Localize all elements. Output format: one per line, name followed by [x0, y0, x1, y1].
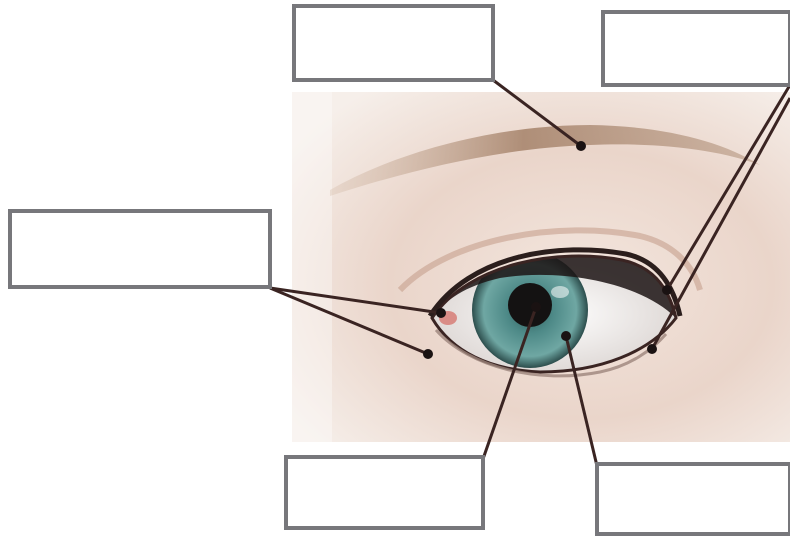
dot-eyebrow: [576, 141, 586, 151]
eye-photo: [292, 92, 790, 442]
label-box-bottom-right[interactable]: [597, 464, 790, 534]
dot-eyelash: [662, 285, 672, 295]
dot-pupil: [531, 302, 541, 312]
dot-inner-corner: [436, 308, 446, 318]
label-box-left[interactable]: [10, 211, 270, 287]
label-box-top-left[interactable]: [294, 6, 493, 80]
dot-lower-corner: [423, 349, 433, 359]
label-box-top-right[interactable]: [603, 12, 790, 85]
dot-iris: [561, 331, 571, 341]
label-box-bottom-left[interactable]: [286, 457, 483, 528]
dot-lower-lid: [647, 344, 657, 354]
